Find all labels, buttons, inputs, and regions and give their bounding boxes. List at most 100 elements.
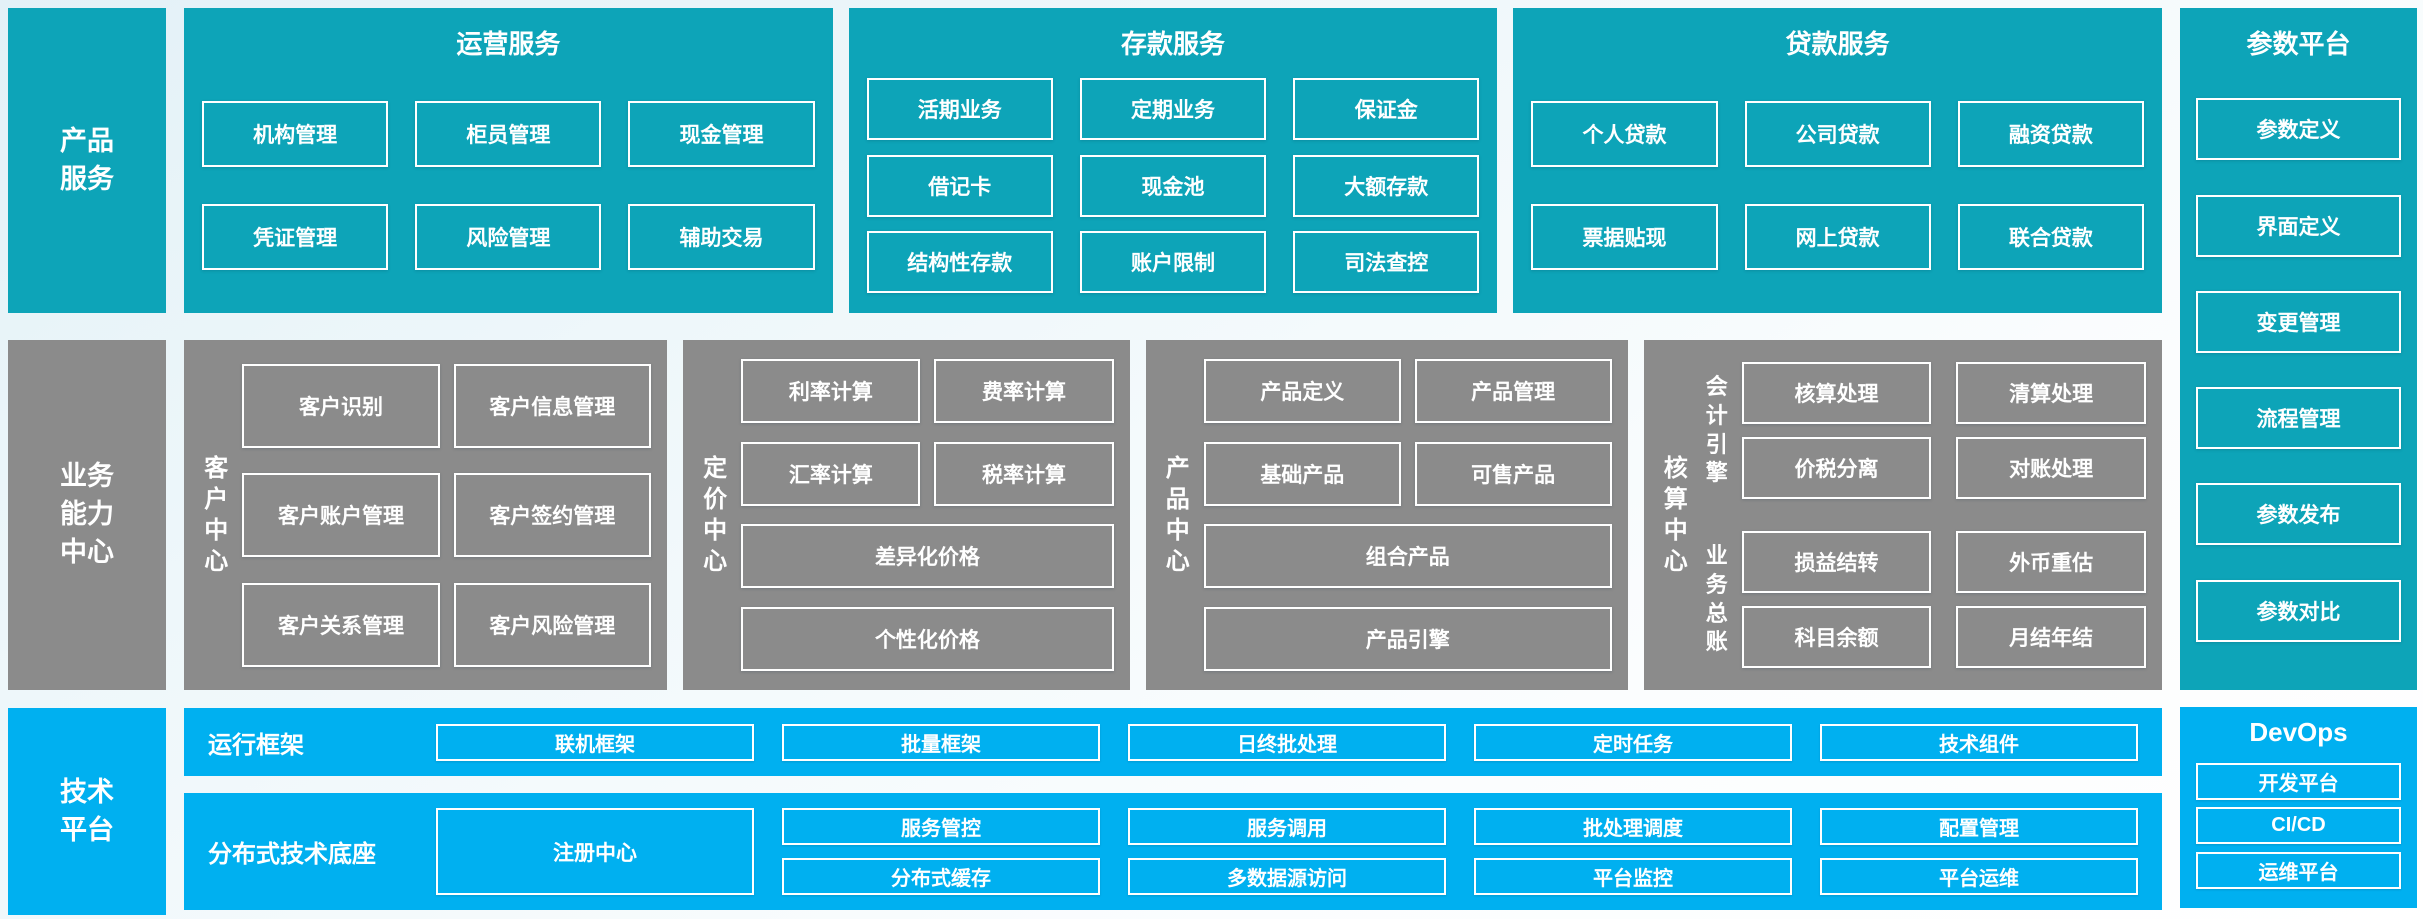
tech-box: 平台运维 [1820, 858, 2138, 895]
service-box: 账户限制 [1079, 230, 1267, 293]
service-box: 风险管理 [415, 204, 602, 270]
capability-box: 税率计算 [934, 441, 1114, 506]
tech-box: 分布式缓存 [782, 858, 1100, 895]
section-product-center: 产品中心 产品定义 产品管理 基础产品 可售产品 组合产品 产品引擎 [1145, 340, 1628, 690]
box-grid: 注册中心 服务管控 服务调用 批处理调度 配置管理 分布式缓存 多数据源访问 平… [436, 808, 2138, 895]
accounting-groups: 会计引擎 核算处理 清算处理 价税分离 对账处理 业务总账 损益结转 外币重估 [1702, 352, 2146, 678]
param-box: 变更管理 [2196, 290, 2401, 353]
capability-box: 产品管理 [1414, 358, 1612, 423]
capability-box: 差异化价格 [741, 524, 1114, 589]
service-box: 网上贷款 [1744, 204, 1931, 270]
box-grid: 机构管理 柜员管理 现金管理 凭证管理 风险管理 辅助交易 [184, 64, 833, 313]
rail-label: 产品服务 [60, 125, 114, 194]
band-label: 分布式技术底座 [208, 841, 376, 868]
capability-box: 利率计算 [741, 358, 921, 423]
service-box: 司法查控 [1293, 230, 1480, 293]
service-box: 柜员管理 [415, 101, 602, 167]
tech-box: 服务管控 [782, 808, 1100, 845]
service-box: 现金管理 [628, 101, 815, 167]
center-label: 核算中心 [1663, 454, 1688, 576]
box-grid: 核算处理 清算处理 价税分离 对账处理 [1741, 362, 2146, 499]
service-box: 现金池 [1079, 154, 1267, 217]
band-distributed-base: 分布式技术底座 注册中心 服务管控 服务调用 批处理调度 配置管理 分布式缓存 … [184, 793, 2162, 910]
section-parameter-platform: 参数平台 参数定义 界面定义 变更管理 流程管理 参数发布 参数对比 [2180, 8, 2417, 690]
service-box: 公司贷款 [1744, 101, 1931, 167]
center-label: 客户中心 [204, 454, 229, 576]
box-grid: 联机框架 批量框架 日终批处理 定时任务 技术组件 [436, 723, 2138, 761]
param-box: 参数发布 [2196, 483, 2401, 546]
section-title: 运营服务 [456, 29, 561, 59]
center-label: 产品中心 [1165, 454, 1190, 576]
technology-row: 运行框架 联机框架 批量框架 日终批处理 定时任务 技术组件 分布式技术底座 注… [184, 708, 2162, 915]
main-area: 运营服务 机构管理 柜员管理 现金管理 凭证管理 风险管理 辅助交易 存款服务 … [184, 8, 2163, 915]
service-box: 保证金 [1293, 78, 1480, 141]
capability-box: 月结年结 [1956, 606, 2146, 668]
group-label: 会计引擎 [1705, 374, 1728, 486]
group-accounting-engine: 会计引擎 核算处理 清算处理 价税分离 对账处理 [1702, 362, 2146, 499]
devops-box: 运维平台 [2196, 851, 2401, 889]
box-grid: 利率计算 费率计算 汇率计算 税率计算 差异化价格 个性化价格 [741, 352, 1114, 678]
tech-box: 技术组件 [1820, 723, 2138, 761]
box-grid: 个人贷款 公司贷款 融资贷款 票据贴现 网上贷款 联合贷款 [1513, 64, 2162, 313]
service-box: 借记卡 [866, 154, 1053, 217]
tech-box: 多数据源访问 [1128, 858, 1446, 895]
capability-box: 清算处理 [1956, 362, 2146, 424]
center-label: 定价中心 [703, 454, 728, 576]
param-box: 界面定义 [2196, 194, 2401, 257]
capability-box: 客户关系管理 [242, 582, 440, 667]
param-box: 流程管理 [2196, 387, 2401, 450]
service-box: 个人贷款 [1531, 101, 1718, 167]
capability-box: 个性化价格 [741, 607, 1114, 672]
section-title: DevOps [2249, 717, 2348, 747]
rail-business-capability: 业务能力中心 [8, 340, 166, 690]
right-rail: 参数平台 参数定义 界面定义 变更管理 流程管理 参数发布 参数对比 DevOp… [2180, 8, 2417, 915]
service-box: 票据贴现 [1531, 204, 1718, 270]
capability-box: 损益结转 [1741, 531, 1932, 593]
rail-label: 业务能力中心 [60, 461, 114, 567]
section-accounting-center: 核算中心 会计引擎 核算处理 清算处理 价税分离 对账处理 业务总账 [1643, 340, 2162, 690]
rail-product-services: 产品服务 [8, 8, 166, 313]
service-box: 结构性存款 [866, 230, 1053, 293]
service-box: 活期业务 [866, 78, 1053, 141]
capability-box: 外币重估 [1956, 531, 2146, 593]
capability-box: 核算处理 [1741, 362, 1932, 424]
service-box: 辅助交易 [628, 204, 815, 270]
registry-center-box: 注册中心 [436, 808, 754, 895]
section-loan-services: 贷款服务 个人贷款 公司贷款 融资贷款 票据贴现 网上贷款 联合贷款 [1513, 8, 2163, 313]
tech-box: 批量框架 [782, 723, 1100, 761]
capability-box: 客户信息管理 [453, 363, 651, 448]
capability-box: 汇率计算 [741, 441, 921, 506]
tech-box: 日终批处理 [1128, 723, 1446, 761]
param-box: 参数定义 [2196, 98, 2401, 161]
left-rail: 产品服务 业务能力中心 技术平台 [8, 8, 166, 915]
tech-box: 批处理调度 [1474, 808, 1792, 845]
band-runtime-framework: 运行框架 联机框架 批量框架 日终批处理 定时任务 技术组件 [184, 708, 2162, 776]
section-deposit-services: 存款服务 活期业务 定期业务 保证金 借记卡 现金池 大额存款 结构性存款 账户… [848, 8, 1498, 313]
devops-box: 开发平台 [2196, 762, 2401, 800]
capability-box: 客户签约管理 [453, 473, 651, 557]
section-customer-center: 客户中心 客户识别 客户信息管理 客户账户管理 客户签约管理 客户关系管理 客户… [184, 340, 667, 690]
param-box: 参数对比 [2196, 579, 2401, 642]
section-pricing-center: 定价中心 利率计算 费率计算 汇率计算 税率计算 差异化价格 个性化价格 [682, 340, 1130, 690]
group-business-ledger: 业务总账 损益结转 外币重估 科目余额 月结年结 [1702, 531, 2146, 668]
box-grid: 活期业务 定期业务 保证金 借记卡 现金池 大额存款 结构性存款 账户限制 司法… [849, 64, 1498, 313]
service-box: 机构管理 [202, 101, 389, 167]
product-services-row: 运营服务 机构管理 柜员管理 现金管理 凭证管理 风险管理 辅助交易 存款服务 … [184, 8, 2163, 313]
capability-box: 产品引擎 [1203, 607, 1612, 672]
capability-box: 基础产品 [1203, 441, 1401, 506]
capability-box: 科目余额 [1741, 606, 1932, 668]
rail-label: 技术平台 [60, 776, 114, 845]
tech-box: 平台监控 [1474, 858, 1792, 895]
capability-box: 价税分离 [1741, 437, 1932, 499]
tech-box: 联机框架 [436, 723, 754, 761]
box-grid: 损益结转 外币重估 科目余额 月结年结 [1741, 531, 2146, 668]
capability-box: 客户账户管理 [242, 473, 440, 557]
box-grid: 参数定义 界面定义 变更管理 流程管理 参数发布 参数对比 [2180, 64, 2417, 690]
capability-box: 产品定义 [1203, 358, 1401, 423]
section-title: 存款服务 [1121, 29, 1226, 59]
box-grid: 产品定义 产品管理 基础产品 可售产品 组合产品 产品引擎 [1203, 352, 1612, 678]
capability-box: 组合产品 [1203, 524, 1612, 589]
box-grid: 开发平台 CI/CD 运维平台 [2180, 755, 2417, 908]
section-title: 贷款服务 [1785, 29, 1890, 59]
